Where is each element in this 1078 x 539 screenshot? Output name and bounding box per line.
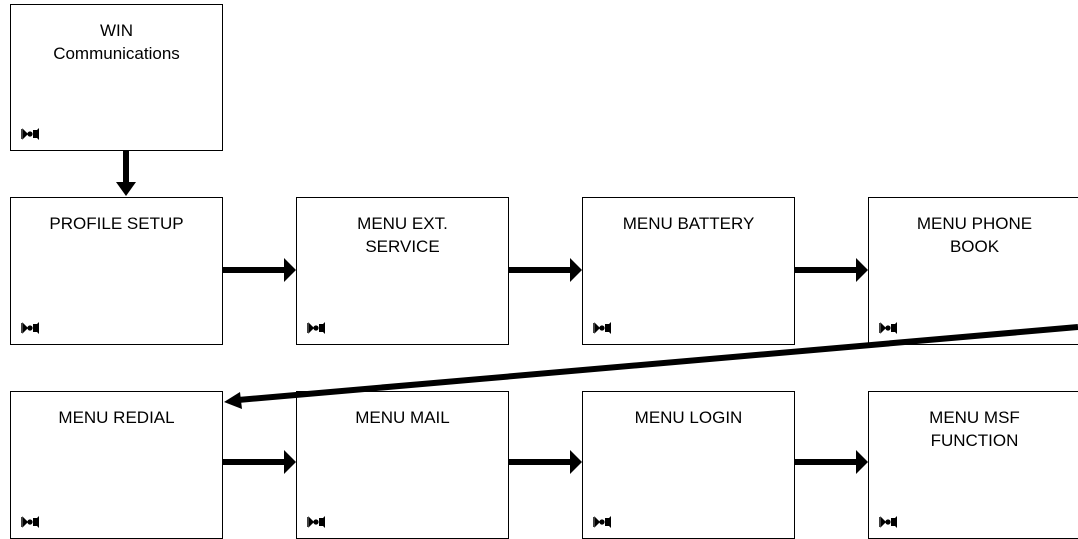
signal-icon: [21, 128, 39, 140]
signal-icon: [21, 322, 39, 334]
arrow-mail-to-login: [509, 450, 582, 474]
signal-icon: [307, 322, 325, 334]
screen-box-menu-ext-service: MENU EXT. SERVICE: [296, 197, 509, 345]
arrow-redial-to-mail: [223, 450, 296, 474]
arrow-login-to-msf-function: [795, 450, 868, 474]
screen-box-menu-login: MENU LOGIN: [582, 391, 795, 539]
screen-box-menu-battery: MENU BATTERY: [582, 197, 795, 345]
screen-box-profile-setup: PROFILE SETUP: [10, 197, 223, 345]
screen-title: MENU REDIAL: [58, 408, 175, 427]
screen-box-menu-phone-book: MENU PHONE BOOK: [868, 197, 1078, 345]
screen-title: WIN Communications: [53, 21, 180, 63]
screen-title: MENU MSF FUNCTION: [929, 408, 1020, 450]
arrow-profile-to-ext-service: [223, 258, 296, 282]
screen-box-menu-mail: MENU MAIL: [296, 391, 509, 539]
signal-icon: [879, 516, 897, 528]
screen-title: MENU MAIL: [355, 408, 450, 427]
screen-box-menu-msf-function: MENU MSF FUNCTION: [868, 391, 1078, 539]
arrow-win-to-profile-setup: [116, 151, 136, 196]
signal-icon: [307, 516, 325, 528]
screen-title: MENU BATTERY: [622, 214, 755, 233]
signal-icon: [879, 322, 897, 334]
screen-title: PROFILE SETUP: [49, 214, 184, 233]
screen-title: MENU EXT. SERVICE: [357, 214, 448, 256]
signal-icon: [593, 516, 611, 528]
arrow-ext-service-to-battery: [509, 258, 582, 282]
signal-icon: [21, 516, 39, 528]
screen-title: MENU PHONE BOOK: [916, 214, 1033, 256]
screen-title: MENU LOGIN: [634, 408, 743, 427]
screen-box-menu-redial: MENU REDIAL: [10, 391, 223, 539]
arrow-phone-book-to-redial: [224, 324, 1078, 409]
signal-icon: [593, 322, 611, 334]
arrow-battery-to-phone-book: [795, 258, 868, 282]
screen-box-win-communications: WIN Communications: [10, 4, 223, 151]
